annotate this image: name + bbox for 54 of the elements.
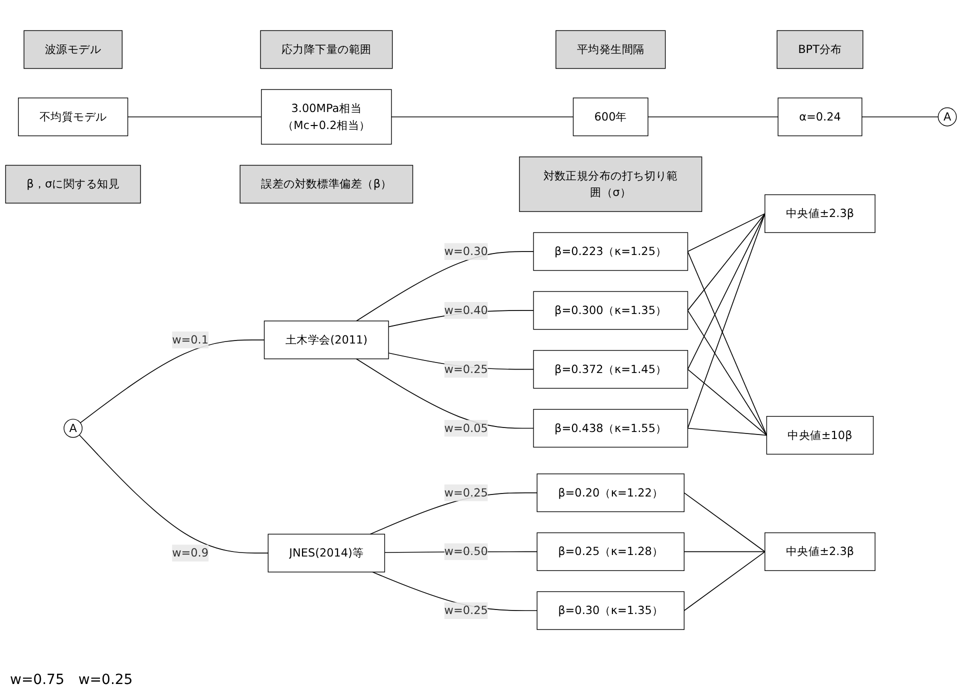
- edge-label: w=0.25: [444, 486, 488, 500]
- node-box: 誤差の対数標準偏差（β）: [240, 164, 414, 204]
- connector: [684, 492, 766, 552]
- connector: [684, 551, 766, 552]
- edge-label: w=0.25: [444, 604, 488, 617]
- weight-label: w=0.25: [78, 672, 133, 688]
- node-box: BPT分布: [776, 30, 864, 69]
- node-box: 平均発生間隔: [556, 30, 666, 69]
- connector: [687, 213, 766, 311]
- connector: [862, 116, 939, 118]
- node-box: 中央値±2.3β: [764, 532, 876, 571]
- connector: [684, 551, 766, 611]
- connector: [687, 251, 768, 436]
- connector: [687, 310, 768, 436]
- connector: [648, 116, 778, 118]
- connector: [687, 428, 768, 436]
- connector: [356, 358, 534, 429]
- connector: [356, 251, 534, 322]
- node-box: 不均質モデル: [18, 98, 128, 136]
- node-box: β=0.30（κ=1.35）: [536, 591, 684, 630]
- edge-label: w=0.05: [444, 421, 488, 434]
- edge-label: w=0.50: [444, 544, 488, 558]
- edge-label: w=0.1: [172, 332, 209, 346]
- node-box: β=0.438（κ=1.55）: [533, 408, 688, 448]
- node-box: β=0.300（κ=1.35）: [533, 291, 688, 330]
- connector: [80, 339, 265, 424]
- node-box: β=0.20（κ=1.22）: [536, 473, 684, 512]
- connector: [687, 213, 766, 252]
- node-box: α=0.24: [778, 98, 862, 136]
- connector: [687, 213, 766, 429]
- node-box: 中央値±10β: [766, 416, 874, 454]
- edge-label: w=0.25: [444, 362, 488, 376]
- edge-label: w=0.9: [172, 546, 209, 560]
- node-box: β=0.25（κ=1.28）: [536, 532, 684, 571]
- node-box: 土木学会(2011): [264, 320, 389, 360]
- node-box: 600年: [572, 98, 648, 136]
- node-box: β=0.372（κ=1.45）: [533, 350, 688, 389]
- edge-label: w=0.40: [444, 303, 488, 317]
- node-circle: A: [938, 107, 957, 126]
- node-box: β，σに関する知見: [5, 164, 141, 204]
- connector: [391, 116, 574, 118]
- node-box: 対数正規分布の打ち切り範囲（σ）: [519, 156, 702, 212]
- connector: [78, 434, 269, 554]
- edge-label: w=0.30: [444, 244, 488, 258]
- connector: [127, 116, 262, 118]
- node-box: 応力降下量の範囲: [260, 30, 393, 69]
- node-box: 中央値±2.3β: [764, 194, 876, 233]
- node-box: 波源モデル: [24, 30, 123, 69]
- connector: [687, 368, 768, 436]
- node-box: β=0.223（κ=1.25）: [533, 232, 688, 271]
- weight-label: w=0.75: [10, 672, 64, 688]
- connector: [687, 213, 766, 370]
- node-circle: A: [64, 418, 83, 438]
- node-box: 3.00MPa相当 （Mc+0.2相当）: [261, 89, 392, 144]
